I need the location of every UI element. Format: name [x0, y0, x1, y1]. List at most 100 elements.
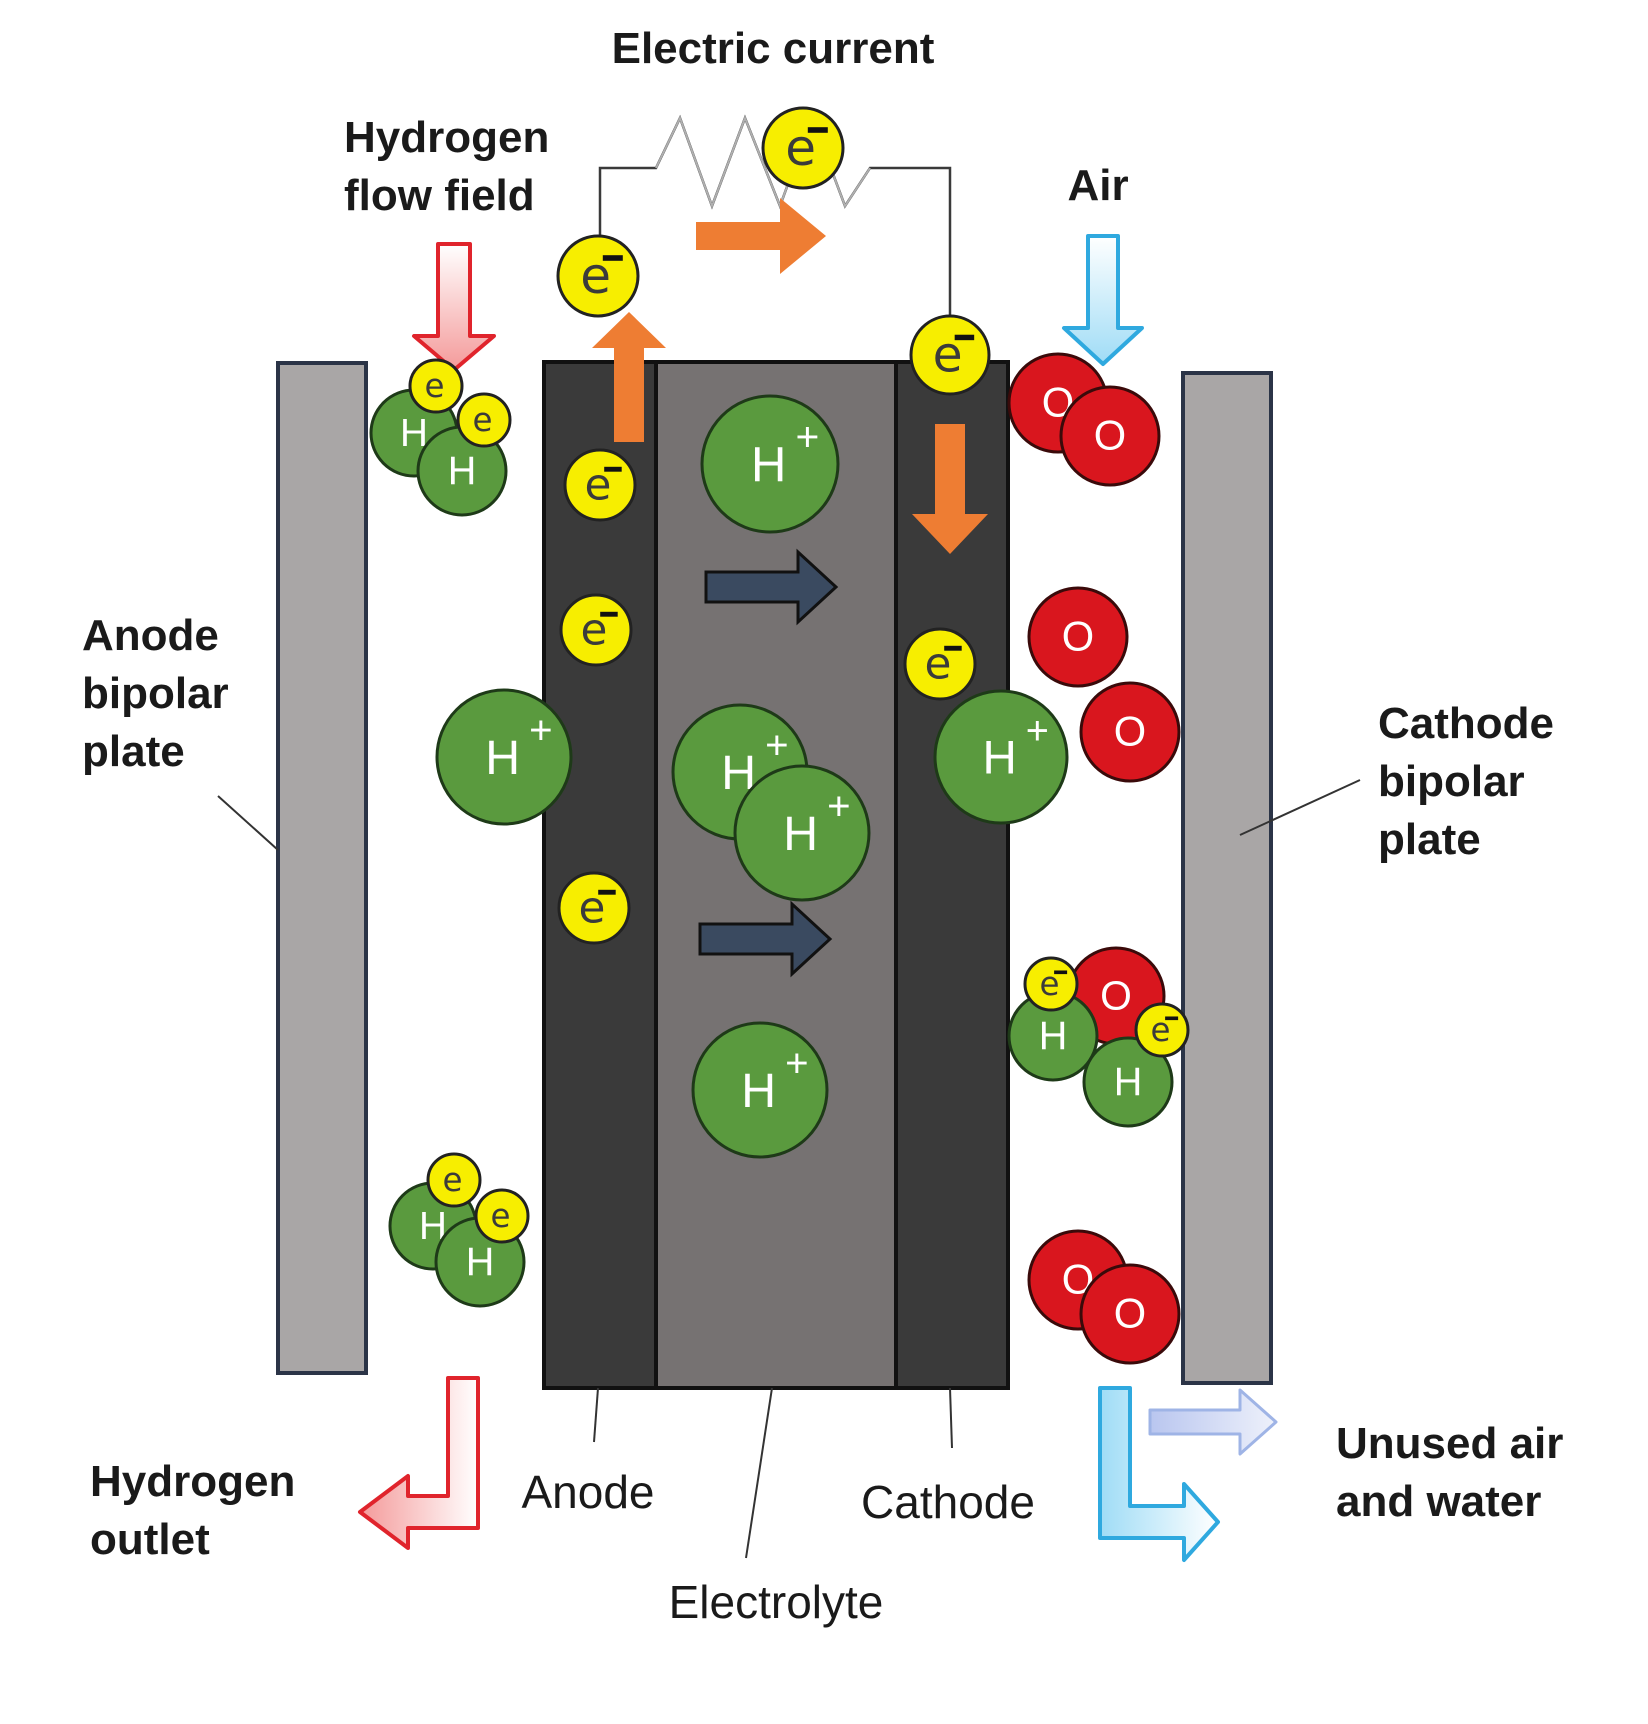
proton-charge: + [785, 1041, 808, 1086]
electron-symbol: e [1039, 965, 1059, 1003]
water-outlet-arrow [1098, 1386, 1220, 1562]
proton-charge: + [765, 723, 788, 768]
hydrogen-symbol: H [1039, 1014, 1068, 1058]
anode-bipolar-plate-label-line1: Anode [82, 611, 219, 660]
proton-arrow-1 [704, 548, 839, 626]
anode-bipolar-plate [276, 361, 368, 1375]
hydrogen-outlet-label-line2: outlet [90, 1515, 210, 1564]
hydrogen-inlet-arrow [412, 242, 496, 372]
proton-charge: + [529, 708, 552, 753]
hydrogen-symbol: H [448, 449, 477, 493]
proton-symbol: H [983, 732, 1017, 785]
proton-particle-21: H+ [933, 689, 1069, 825]
electron-minus-sign [807, 127, 828, 133]
proton-circle [700, 394, 840, 534]
hydrogen-symbol: H [466, 1240, 495, 1284]
electron-minus-sign [1165, 1016, 1179, 1021]
electrolyte-label: Electrolyte [669, 1576, 884, 1628]
electron-particle-7: e [903, 627, 977, 701]
electron-particle-6: e [557, 871, 631, 945]
air-inlet-arrow [1062, 234, 1144, 366]
proton-symbol: H [741, 1064, 776, 1118]
unused-air-water-label-line1: Unused air [1336, 1419, 1563, 1468]
anode-bipolar-plate-label-line3: plate [82, 727, 185, 776]
electron-minus-sign [600, 611, 618, 617]
oxygen-symbol: O [1094, 412, 1126, 459]
proton-circle [435, 688, 573, 826]
electron-particle-2: e [556, 234, 640, 318]
proton-symbol: H [783, 807, 818, 861]
unused-air-water-label-line2: and water [1336, 1477, 1541, 1526]
oxygen-circle [1059, 385, 1161, 487]
proton-symbol: H [485, 731, 520, 785]
hydrogen-outlet-label-line1: Hydrogen [90, 1457, 295, 1506]
electron-minus-sign [954, 334, 975, 341]
hydrogen-symbol: H [1114, 1060, 1143, 1104]
electron-particle-1: e [761, 106, 845, 190]
cathode-bipolar-plate-label-line2: bipolar [1378, 757, 1525, 806]
electron-arrow-down [912, 424, 988, 554]
electron-arrow-up [592, 312, 666, 442]
electron-circle [456, 392, 512, 448]
cathode-bipolar-plate [1181, 371, 1273, 1385]
oxygen-symbol: O [1114, 708, 1146, 755]
anode-leader [593, 1387, 599, 1443]
hydrogen-outlet-arrow [358, 1376, 480, 1550]
electron-particle-14: e [426, 1152, 482, 1208]
electron-particle-11: e [456, 392, 512, 448]
cathode-plate-leader [1239, 779, 1361, 836]
oxygen-symbol: O [1062, 613, 1094, 660]
electron-symbol: e [472, 401, 492, 439]
unused-air-arrow [1148, 1388, 1278, 1456]
air-label: Air [1067, 161, 1128, 210]
electron-circle [408, 358, 464, 414]
proton-circle [733, 764, 871, 902]
proton-charge: + [827, 784, 850, 829]
proton-charge: + [1026, 709, 1049, 753]
electron-symbol: e [1150, 1011, 1170, 1049]
electric-current-label: Electric current [612, 24, 935, 73]
electron-minus-sign [598, 889, 616, 895]
proton-arrow-2 [698, 900, 833, 978]
electron-minus-sign [602, 255, 623, 261]
electron-symbol: e [442, 1161, 462, 1199]
oxygen-symbol: O [1100, 972, 1132, 1018]
oxygen-atom-24: O [1027, 586, 1129, 688]
electron-minus-sign [604, 466, 622, 472]
proton-particle-16: H+ [435, 688, 573, 826]
oxygen-circle [1079, 681, 1181, 783]
electron-circle [426, 1152, 482, 1208]
proton-symbol: H [751, 438, 786, 492]
hydrogen-flow-field-label-line2: flow field [344, 171, 535, 220]
electron-circle [474, 1188, 530, 1244]
oxygen-atom-25: O [1079, 681, 1181, 783]
proton-charge: + [795, 413, 819, 459]
electron-particle-4: e [563, 448, 637, 522]
electron-symbol: e [490, 1197, 510, 1235]
hydrogen-atom-29: H [1007, 990, 1099, 1082]
anode-label: Anode [521, 1466, 654, 1518]
electron-particle-32: e [1134, 1002, 1190, 1058]
electron-symbol: e [424, 367, 444, 405]
electron-particle-3: e [909, 314, 991, 396]
electron-minus-sign [1054, 970, 1068, 975]
cathode-leader [949, 1387, 953, 1449]
proton-particle-20: H+ [691, 1021, 829, 1159]
electron-minus-sign [944, 645, 962, 651]
oxygen-symbol: O [1114, 1290, 1146, 1337]
oxygen-circle [1027, 586, 1129, 688]
proton-circle [691, 1021, 829, 1159]
hydrogen-atom-30: H [1082, 1036, 1174, 1128]
proton-particle-19: H+ [733, 764, 871, 902]
proton-circle [933, 689, 1069, 825]
cathode-bipolar-plate-label-line3: plate [1378, 815, 1481, 864]
cathode-label: Cathode [861, 1476, 1035, 1528]
electron-particle-5: e [559, 593, 633, 667]
electron-particle-15: e [474, 1188, 530, 1244]
proton-particle-17: H+ [700, 394, 840, 534]
oxygen-atom-23: O [1059, 385, 1161, 487]
current-arrow-right [696, 198, 826, 274]
